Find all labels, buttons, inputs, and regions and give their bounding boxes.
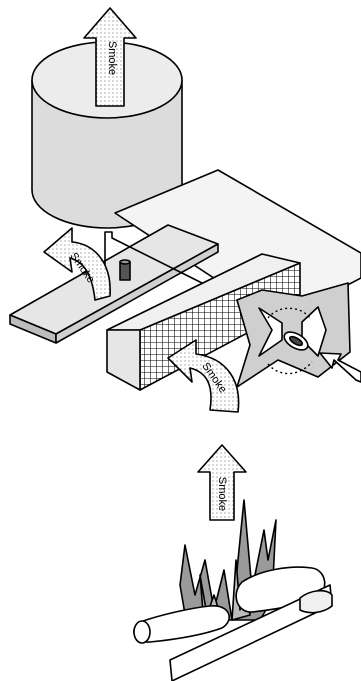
logs-icon: [134, 567, 332, 681]
magnifier-inset-icon: [237, 283, 350, 387]
smoke-arrow-fire: Smoke: [198, 445, 246, 520]
smoke-label-fire: Smoke: [216, 477, 228, 511]
smoke-label-top: Smoke: [106, 41, 118, 75]
